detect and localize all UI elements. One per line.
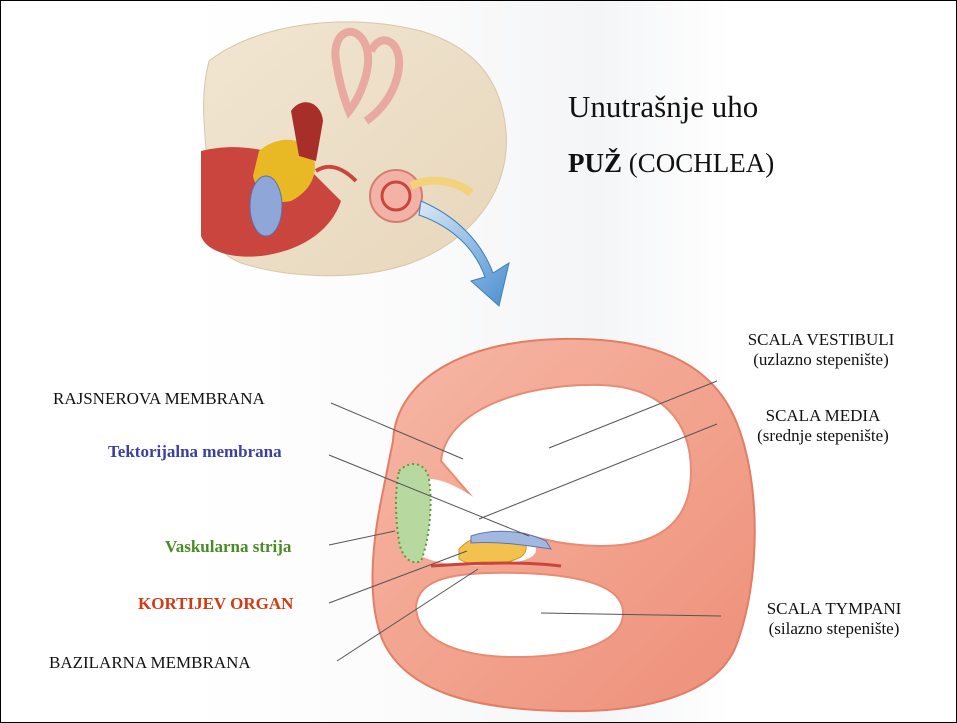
scala-vestibuli-name: SCALA VESTIBULI bbox=[721, 330, 921, 350]
page-title: Unutrašnje uho bbox=[568, 89, 758, 125]
scala-media-desc: (srednje stepenište) bbox=[723, 426, 923, 446]
label-tektorijalna-membrana: Tektorijalna membrana bbox=[108, 442, 282, 462]
scala-tympani-desc: (silazno stepenište) bbox=[729, 619, 939, 639]
scala-media-name: SCALA MEDIA bbox=[723, 406, 923, 426]
label-scala-vestibuli: SCALA VESTIBULI (uzlazno stepenište) bbox=[721, 330, 921, 370]
label-vaskularna-strija: Vaskularna strija bbox=[165, 537, 291, 557]
scala-vestibuli-desc: (uzlazno stepenište) bbox=[721, 350, 921, 370]
label-kortijev-organ: KORTIJEV ORGAN bbox=[138, 594, 293, 614]
label-scala-media: SCALA MEDIA (srednje stepenište) bbox=[723, 406, 923, 446]
subtitle-bold: PUŽ bbox=[568, 148, 622, 178]
label-scala-tympani: SCALA TYMPANI (silazno stepenište) bbox=[729, 599, 939, 639]
scala-tympani-name: SCALA TYMPANI bbox=[729, 599, 939, 619]
label-bazilarna-membrana: BAZILARNA MEMBRANA bbox=[49, 653, 251, 673]
page-subtitle: PUŽ (COCHLEA) bbox=[568, 148, 774, 179]
subtitle-rest: (COCHLEA) bbox=[622, 148, 774, 178]
label-rajsnerova-membrana: RAJSNEROVA MEMBRANA bbox=[53, 389, 265, 409]
cochlea-cross-section bbox=[373, 339, 755, 711]
